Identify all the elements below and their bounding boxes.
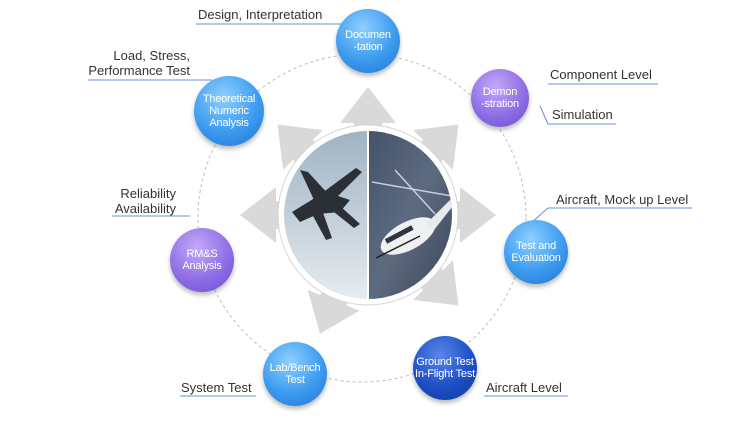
node-lab-bench: Lab/Bench Test [263, 342, 327, 406]
node-label: Theoretical Numeric Analysis [202, 93, 256, 129]
caption-system-test: System Test [181, 380, 252, 395]
fighter-jet-icon [292, 168, 362, 240]
caption-component: Component Level [550, 67, 652, 82]
node-test-evaluation: Test and Evaluation [504, 220, 568, 284]
caption-aircraft-level: Aircraft Level [486, 380, 562, 395]
caption-reliability: Reliability Availability [114, 186, 176, 216]
node-label: Documen -tation [345, 29, 391, 53]
helicopter-icon [371, 169, 452, 259]
caption-design: Design, Interpretation [198, 7, 323, 22]
node-rms-analysis: RM&S Analysis [170, 228, 234, 292]
caption-load-stress: Load, Stress, Performance Test [88, 48, 190, 78]
node-theoretical: Theoretical Numeric Analysis [194, 76, 264, 146]
node-label: Lab/Bench Test [269, 362, 321, 386]
leader-lines [88, 23, 692, 397]
node-label: Demon -stration [481, 86, 519, 110]
node-ground-test: Ground Test In-Flight Test [413, 336, 477, 400]
node-demonstration: Demon -stration [471, 69, 529, 127]
node-label: RM&S Analysis [182, 248, 222, 272]
caption-aircraft-mockup: Aircraft, Mock up Level [556, 192, 689, 207]
node-label: Test and Evaluation [511, 240, 561, 264]
orbit-ring [197, 53, 527, 383]
node-label: Ground Test In-Flight Test [415, 356, 475, 380]
node-documentation: Documen -tation [336, 9, 400, 73]
caption-simulation: Simulation [552, 107, 613, 122]
